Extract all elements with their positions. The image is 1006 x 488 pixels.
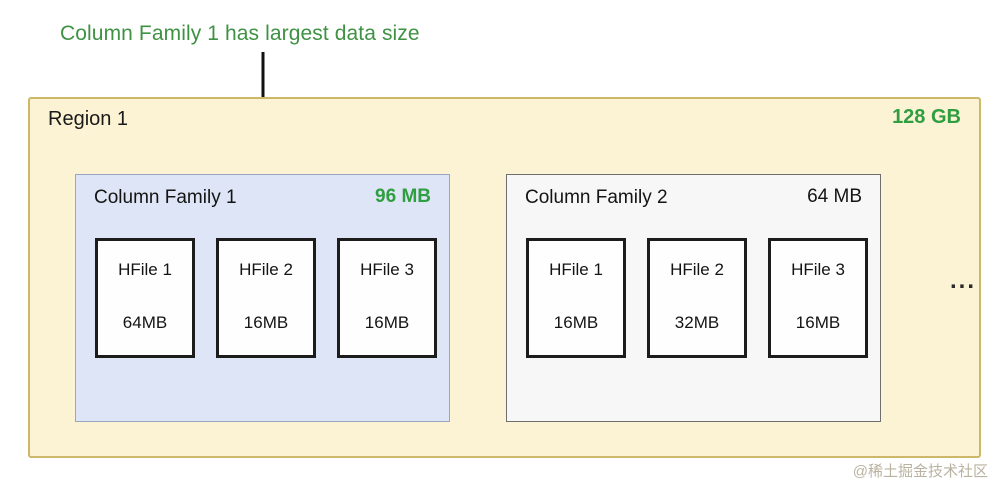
hfile-size: 16MB — [553, 313, 599, 332]
hfile-box[interactable]: HFile 2 16MB — [216, 238, 316, 358]
hfile-box[interactable]: HFile 3 16MB — [337, 238, 437, 358]
hfile-name: HFile 3 — [791, 260, 845, 279]
column-family-card-1[interactable]: Column Family 1 96 MB HFile 1 64MB HFile… — [75, 174, 450, 422]
column-family-card-2[interactable]: Column Family 2 64 MB HFile 1 16MB HFile… — [506, 174, 881, 422]
column-family-title: Column Family 1 — [94, 187, 237, 208]
hfile-row: HFile 1 16MB HFile 2 32MB HFile 3 16MB — [526, 238, 868, 358]
column-family-title: Column Family 2 — [525, 187, 668, 208]
column-family-size-badge: 96 MB — [375, 186, 431, 207]
hfile-size: 16MB — [243, 313, 289, 332]
hfile-name: HFile 3 — [360, 260, 414, 279]
column-family-size-badge: 64 MB — [807, 186, 862, 207]
hfile-size: 16MB — [795, 313, 841, 332]
region-title: Region 1 — [48, 108, 129, 130]
hfile-name: HFile 1 — [549, 260, 603, 279]
hfile-size: 16MB — [364, 313, 410, 332]
hfile-size: 64MB — [122, 313, 168, 332]
region-size-badge: 128 GB — [892, 106, 961, 128]
annotation-label: Column Family 1 has largest data size — [60, 22, 420, 45]
hfile-name: HFile 2 — [239, 260, 293, 279]
hfile-box[interactable]: HFile 1 64MB — [95, 238, 195, 358]
hfile-name: HFile 2 — [670, 260, 724, 279]
hfile-name: HFile 1 — [118, 260, 172, 279]
region-container: Region 1 128 GB Column Family 1 96 MB HF… — [28, 97, 981, 458]
hfile-box[interactable]: HFile 2 32MB — [647, 238, 747, 358]
watermark: @稀土掘金技术社区 — [852, 463, 988, 480]
hfile-box[interactable]: HFile 3 16MB — [768, 238, 868, 358]
hfile-box[interactable]: HFile 1 16MB — [526, 238, 626, 358]
hfile-row: HFile 1 64MB HFile 2 16MB HFile 3 16MB — [95, 238, 437, 358]
more-column-families-ellipsis: ... — [950, 267, 977, 294]
hfile-size: 32MB — [674, 313, 720, 332]
